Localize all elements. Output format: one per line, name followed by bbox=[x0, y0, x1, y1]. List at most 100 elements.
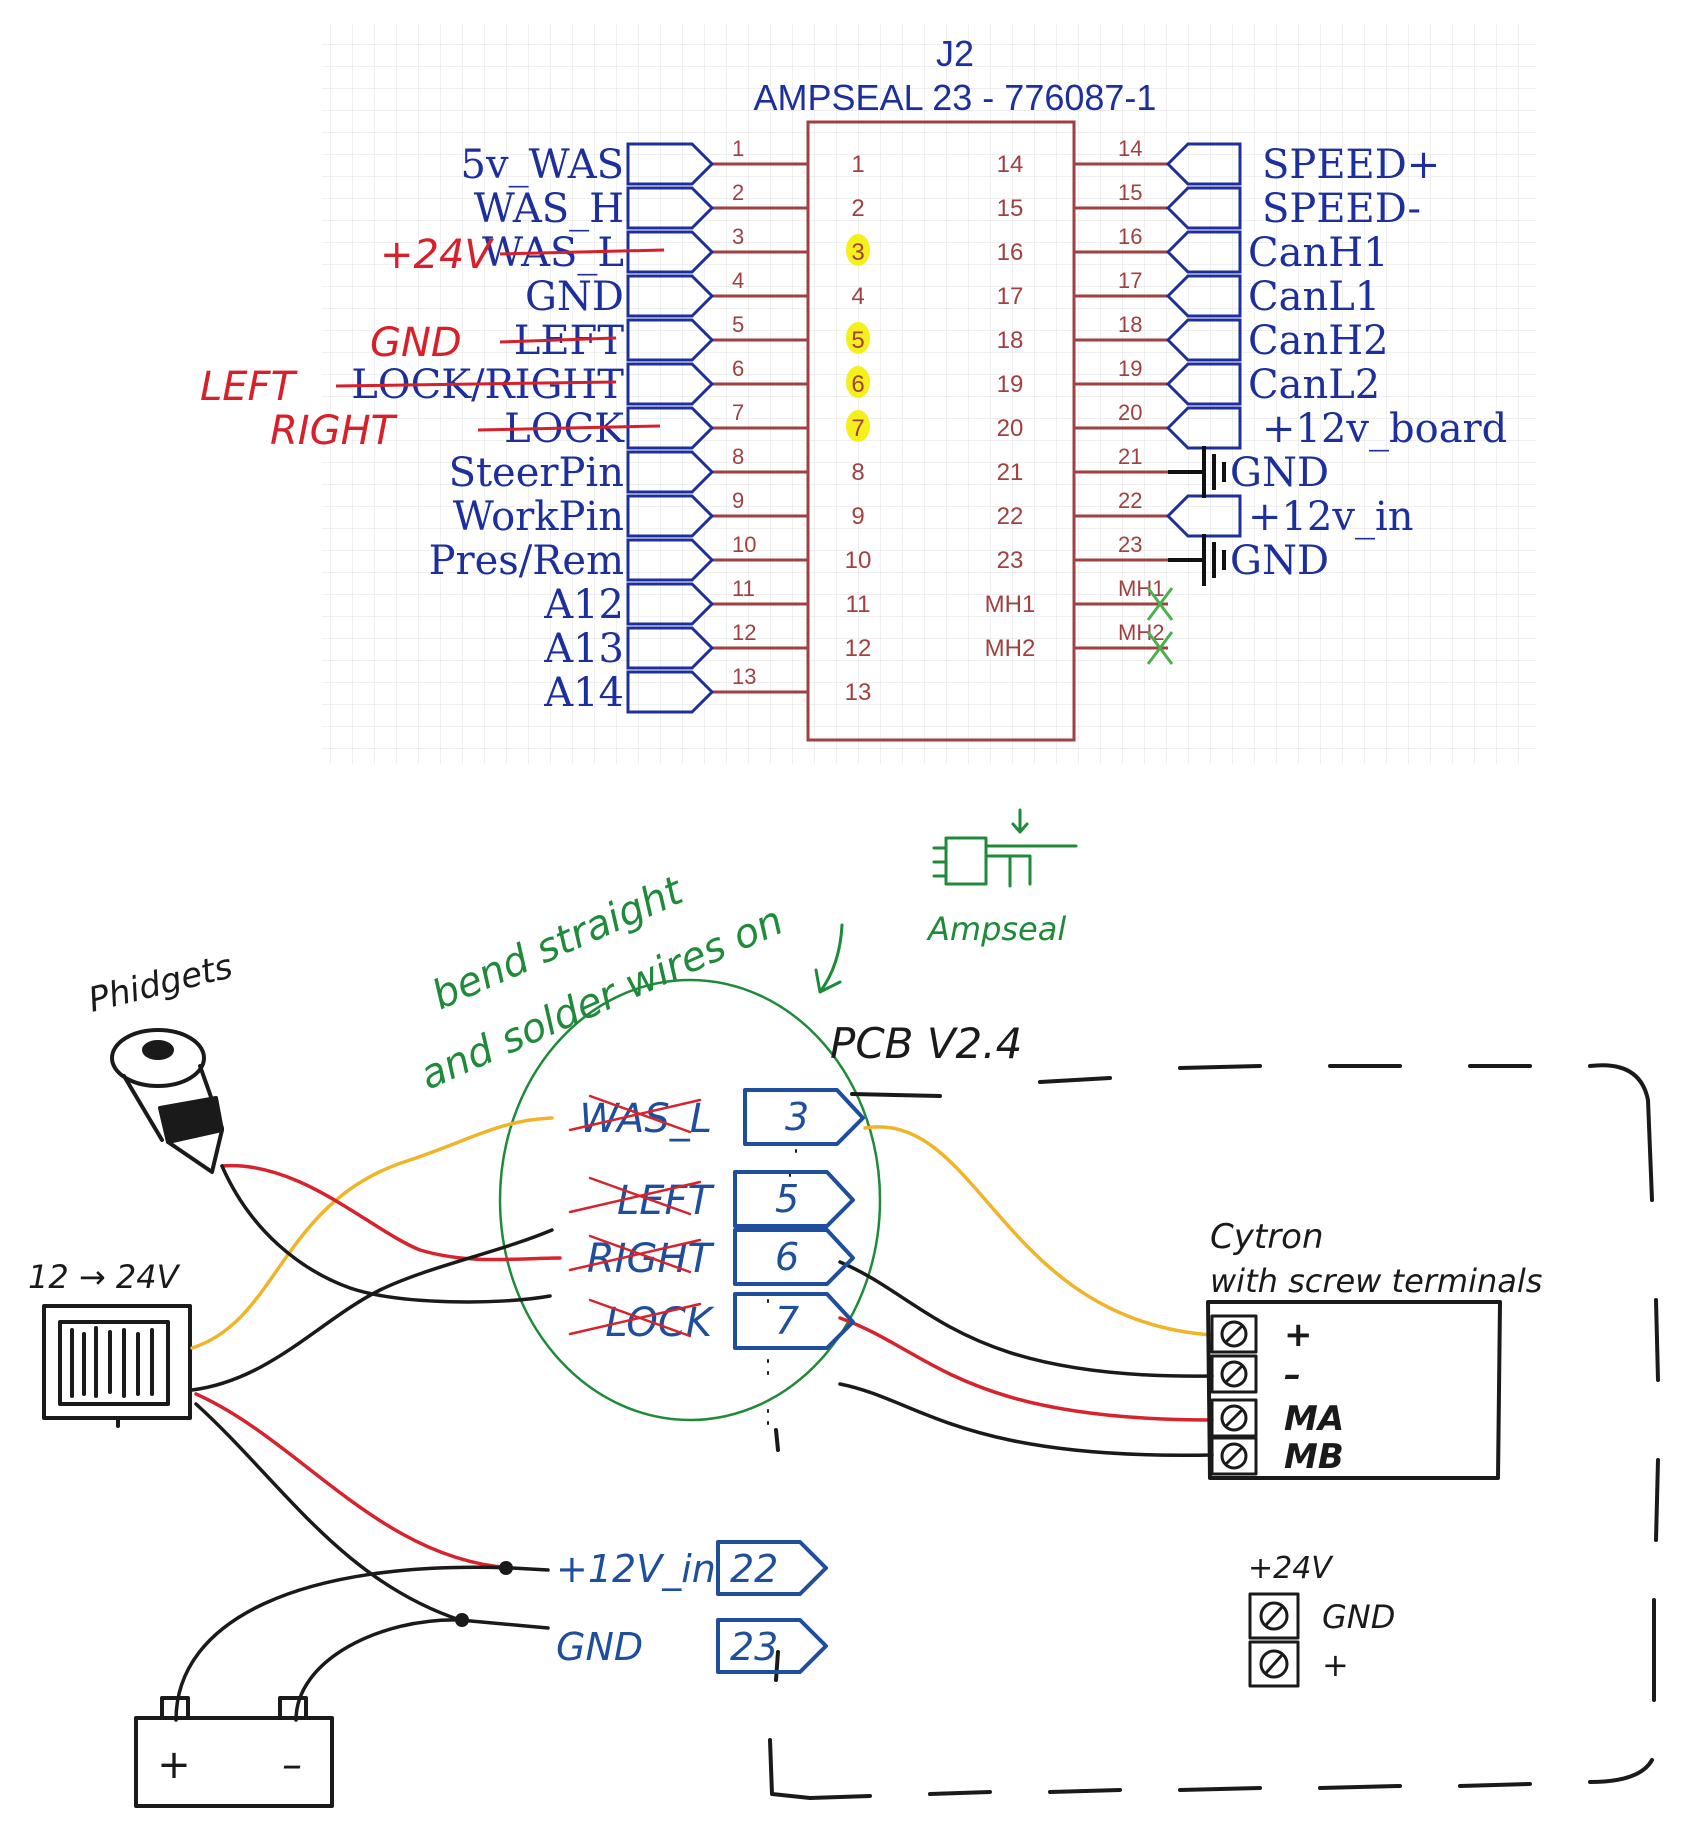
annotation-pin5: GND bbox=[370, 320, 462, 366]
net-label: Pres/Rem bbox=[429, 538, 624, 584]
pin-number: 15 bbox=[1118, 180, 1142, 205]
screw-icon bbox=[1259, 1649, 1289, 1679]
phidgets-sensor bbox=[110, 1028, 224, 1174]
cytron-terminal-label: MB bbox=[1284, 1437, 1344, 1477]
pcb-pin-flag bbox=[733, 1228, 855, 1286]
net-flag bbox=[626, 626, 715, 670]
pin-number: 19 bbox=[1118, 356, 1142, 381]
net-flag bbox=[1165, 494, 1242, 538]
net-flag bbox=[626, 274, 715, 318]
no-connect-mark bbox=[1146, 587, 1174, 621]
pin-number: MH1 bbox=[1118, 576, 1164, 601]
net-flag bbox=[1165, 142, 1242, 186]
pin-number: 14 bbox=[1118, 136, 1142, 161]
pcb-pin-number: 7 bbox=[775, 1299, 799, 1343]
net-flag bbox=[626, 186, 715, 230]
annotation-pin3: +24V bbox=[380, 232, 494, 278]
pin-number: 2 bbox=[732, 180, 744, 205]
pin-number: 6 bbox=[732, 356, 744, 381]
net-flag bbox=[1165, 230, 1242, 274]
body-pin-number: 6 bbox=[851, 371, 864, 398]
power-row-label: +12V_in bbox=[556, 1547, 716, 1591]
body-pin-number: MH2 bbox=[985, 635, 1036, 662]
net-label: CanL1 bbox=[1248, 274, 1380, 320]
net-flag bbox=[626, 538, 715, 582]
net-flag bbox=[1165, 186, 1242, 230]
screw-slot bbox=[1224, 1364, 1244, 1384]
body-pin-number: 3 bbox=[851, 239, 864, 266]
green-arrow bbox=[814, 923, 844, 994]
screw-terminal bbox=[1210, 1314, 1258, 1354]
net-label: WAS_H bbox=[474, 186, 624, 232]
screw-icon bbox=[1220, 1404, 1248, 1432]
body-pin-number: 22 bbox=[997, 503, 1024, 530]
screw-slot bbox=[1264, 1653, 1284, 1675]
pin-number: 8 bbox=[732, 444, 744, 469]
connector-part-number: AMPSEAL 23 - 776087-1 bbox=[754, 77, 1157, 118]
pin-highlight bbox=[846, 234, 870, 266]
body-pin-number: 14 bbox=[997, 151, 1024, 178]
battery bbox=[134, 1696, 334, 1808]
body-pin-number: 18 bbox=[997, 327, 1024, 354]
net-label: CanH2 bbox=[1248, 318, 1389, 364]
net-flag bbox=[626, 362, 715, 406]
net-flag bbox=[626, 318, 715, 362]
wires bbox=[174, 1116, 1214, 1722]
body-pin-number: 4 bbox=[851, 283, 864, 310]
ampseal-label: Ampseal bbox=[926, 910, 1066, 948]
pcb-pin-number: 6 bbox=[775, 1235, 799, 1279]
cytron-terminal-label: + bbox=[1284, 1315, 1313, 1355]
net-flag bbox=[626, 230, 715, 274]
screw-terminal bbox=[1210, 1436, 1258, 1476]
screw-terminal bbox=[1210, 1354, 1258, 1394]
supply-terminals: GND+ bbox=[1248, 1592, 1395, 1688]
body-pin-number: MH1 bbox=[985, 591, 1036, 618]
screw-slot bbox=[1224, 1408, 1244, 1428]
screw-slot bbox=[1224, 1324, 1244, 1344]
screw-terminal bbox=[1210, 1398, 1258, 1438]
screw-icon bbox=[1220, 1320, 1248, 1348]
body-pin-number: 7 bbox=[851, 415, 864, 442]
body-pin-number: 1 bbox=[851, 151, 864, 178]
body-pin-number: 2 bbox=[851, 195, 864, 222]
pin-number: 17 bbox=[1118, 268, 1142, 293]
body-pin-number: 9 bbox=[851, 503, 864, 530]
power-pin-number: 22 bbox=[730, 1547, 778, 1591]
cytron-label: Cytron bbox=[1210, 1217, 1324, 1257]
net-flag bbox=[1165, 318, 1242, 362]
strike-line bbox=[477, 424, 661, 432]
net-label: 5v_WAS bbox=[461, 142, 624, 188]
net-label: GND bbox=[1230, 538, 1329, 584]
net-label: +12v_board bbox=[1262, 406, 1507, 452]
pin-number: 3 bbox=[732, 224, 744, 249]
net-flag bbox=[626, 670, 715, 714]
pin-number: 23 bbox=[1118, 532, 1142, 557]
pin-highlight bbox=[846, 410, 870, 442]
body-pin-number: 16 bbox=[997, 239, 1024, 266]
net-label: CanL2 bbox=[1248, 362, 1380, 408]
net-label: A12 bbox=[543, 582, 624, 628]
cytron-sublabel: with screw terminals bbox=[1210, 1262, 1542, 1300]
phidgets-label: Phidgets bbox=[85, 946, 237, 1020]
screw-icon bbox=[1220, 1442, 1248, 1470]
pin-number: 9 bbox=[732, 488, 744, 513]
ground-symbol bbox=[1168, 446, 1226, 498]
ampseal-pin-icon bbox=[932, 808, 1078, 888]
pin-number: 7 bbox=[732, 400, 744, 425]
splice-dot-12v bbox=[499, 1561, 513, 1575]
body-pin-number: 23 bbox=[997, 547, 1024, 574]
green-circle bbox=[498, 978, 882, 1422]
body-pin-number: 8 bbox=[851, 459, 864, 486]
net-label: A14 bbox=[543, 670, 624, 716]
pcb-row-label: WAS_L bbox=[579, 1096, 712, 1142]
connector-body bbox=[806, 120, 1076, 742]
pcb-outline bbox=[768, 1063, 1660, 1800]
pcb-label: PCB V2.4 bbox=[830, 1019, 1022, 1068]
net-flag bbox=[1165, 406, 1242, 450]
pcb-pin-number: 5 bbox=[775, 1177, 799, 1221]
strike-line bbox=[335, 380, 617, 388]
body-pin-number: 10 bbox=[845, 547, 872, 574]
power-pin-flag bbox=[716, 1540, 828, 1596]
